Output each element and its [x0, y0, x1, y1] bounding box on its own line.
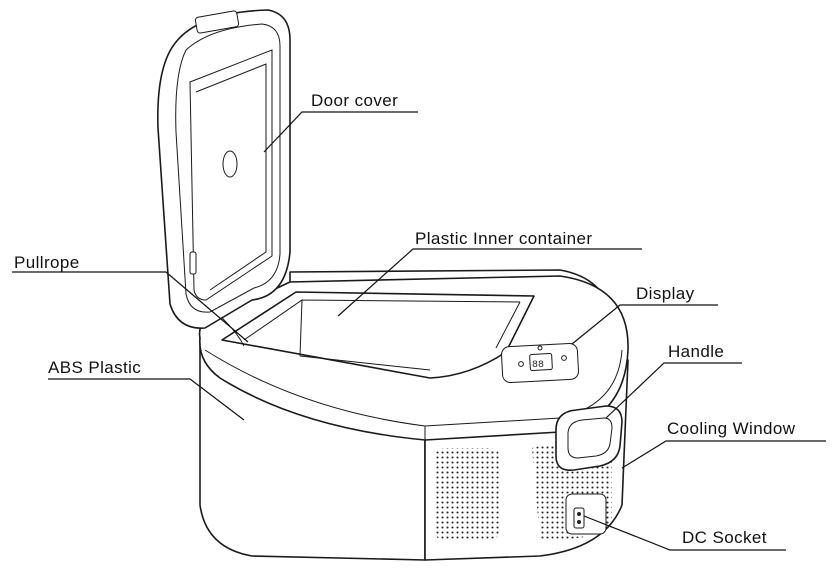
svg-text:88: 88: [532, 360, 544, 371]
display-panel: [501, 342, 579, 384]
label-display: Display: [636, 284, 695, 303]
display-screen: [529, 353, 553, 371]
leader-dc-socket: [583, 515, 786, 551]
leader-handle: [605, 362, 742, 419]
cooling-grill-front: [434, 448, 500, 540]
inner-container-opening: [221, 291, 535, 379]
dc-socket-housing: [565, 493, 607, 535]
lid-hinge-clip: [189, 251, 197, 275]
leader-door-cover: [263, 111, 418, 153]
leader-lines: [12, 111, 826, 551]
leader-pull-rope: [12, 271, 249, 343]
lid-vent: [222, 150, 238, 178]
lid-panel-edge: [195, 63, 267, 291]
leader-inner-container: [337, 248, 642, 317]
label-door-cover: Door cover: [311, 91, 398, 110]
label-plastic-inner-container: Plastic Inner container: [415, 229, 592, 248]
leader-abs-plastic: [48, 378, 245, 421]
leader-cooling-window: [621, 440, 826, 469]
handle: [555, 405, 623, 472]
lid-latch: [194, 10, 240, 34]
inner-container-walls: [243, 299, 521, 371]
handle-recess: [567, 417, 613, 459]
lid-inner-frame: [175, 23, 281, 313]
label-handle: Handle: [668, 342, 724, 361]
rim-edge-line: [204, 349, 623, 427]
door-cover: [157, 9, 291, 329]
callout-labels: Door cover Plastic Inner container Pullr…: [14, 91, 796, 547]
cooler-body: 88: [191, 257, 629, 561]
dc-socket-port: [573, 507, 585, 529]
label-pull-rope: Pullrope: [14, 253, 80, 272]
label-dc-socket: DC Socket: [682, 528, 767, 547]
leader-display: [571, 304, 718, 345]
label-cooling-window: Cooling Window: [667, 419, 796, 438]
label-abs-plastic: ABS Plastic: [48, 358, 141, 377]
